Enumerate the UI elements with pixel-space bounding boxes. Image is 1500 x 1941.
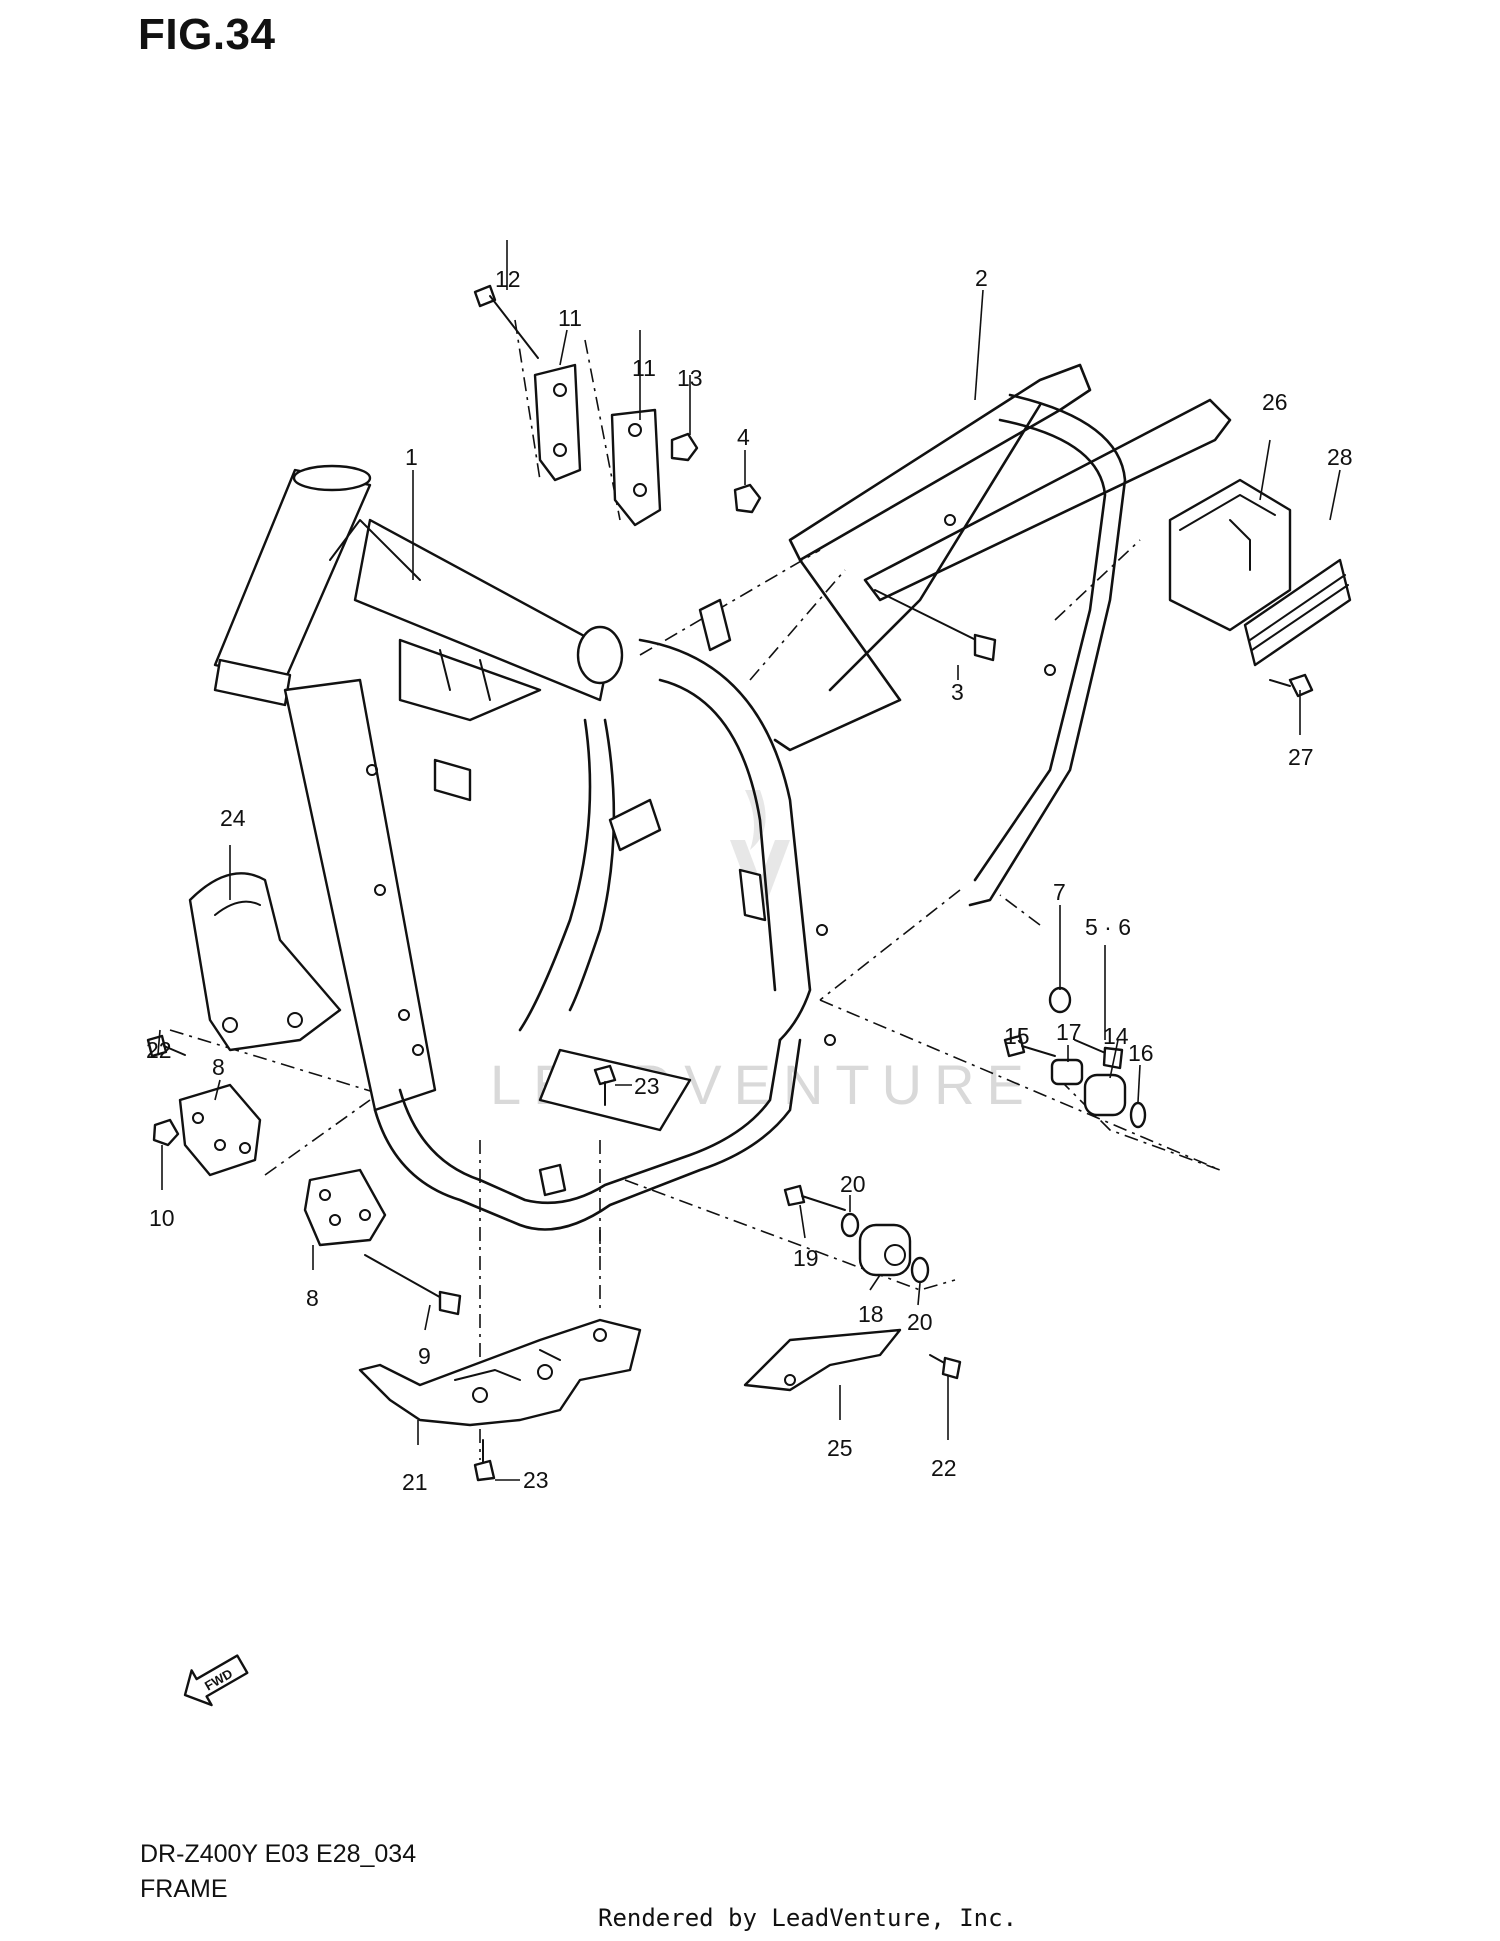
callout-20-upper: 20 xyxy=(840,1171,866,1197)
callout-22-left: 22 xyxy=(146,1037,172,1063)
callout-8-lower: 8 xyxy=(306,1285,319,1311)
callout-labels: 1 2 3 4 5 · 6 7 8 8 9 10 11 11 12 13 14 … xyxy=(146,265,1353,1495)
screw-27 xyxy=(1269,673,1314,698)
washer-16 xyxy=(1129,1101,1147,1129)
bracket-11-left xyxy=(533,363,582,482)
guard-24 xyxy=(188,872,342,1052)
leader-lines xyxy=(157,240,1341,1481)
collar-7 xyxy=(1048,986,1072,1014)
bolt-22-right xyxy=(929,1354,962,1380)
rear-subframe xyxy=(698,363,1232,907)
bolt-19 xyxy=(783,1184,846,1211)
callout-14: 14 xyxy=(1103,1023,1129,1049)
callout-24: 24 xyxy=(220,805,246,831)
callout-18: 18 xyxy=(858,1301,884,1327)
assembly-lines xyxy=(169,319,1221,1460)
callout-1: 1 xyxy=(405,444,418,470)
callout-5-6: 5 · 6 xyxy=(1085,914,1131,940)
washer-20-lower xyxy=(910,1256,930,1284)
callout-27: 27 xyxy=(1288,744,1314,770)
bracket-11-right xyxy=(610,408,662,527)
callout-16: 16 xyxy=(1128,1040,1154,1066)
roller-18 xyxy=(858,1223,912,1277)
mount-bracket-8-lower xyxy=(303,1168,387,1247)
bolt-23-upper xyxy=(593,1064,617,1106)
callout-23-lower: 23 xyxy=(523,1467,549,1493)
bolt-23-lower xyxy=(473,1439,496,1482)
callout-19: 19 xyxy=(793,1245,819,1271)
section-name: FRAME xyxy=(140,1875,228,1903)
callout-4: 4 xyxy=(737,424,750,450)
bolt-12 xyxy=(473,284,539,359)
callout-11-left: 11 xyxy=(558,305,582,331)
washer-20-upper xyxy=(840,1212,860,1238)
callout-25: 25 xyxy=(827,1435,853,1461)
callout-21: 21 xyxy=(402,1469,428,1495)
callout-8-upper: 8 xyxy=(212,1054,225,1080)
fwd-arrow-icon: FWD xyxy=(183,1654,249,1707)
callout-17: 17 xyxy=(1056,1019,1082,1045)
skid-plate-21 xyxy=(358,1318,642,1427)
callout-3: 3 xyxy=(951,679,964,705)
callout-7: 7 xyxy=(1053,879,1066,905)
nut-4 xyxy=(733,483,762,514)
guard-25 xyxy=(743,1328,902,1392)
callout-22-right: 22 xyxy=(931,1455,957,1481)
callout-13: 13 xyxy=(677,365,703,391)
callout-2: 2 xyxy=(975,265,988,291)
bolt-3 xyxy=(874,589,997,662)
collar-17 xyxy=(1050,1058,1084,1086)
figure-title: FIG.34 xyxy=(138,10,276,59)
bolt-15 xyxy=(1003,1034,1056,1058)
nut-13 xyxy=(670,432,699,462)
callout-28: 28 xyxy=(1327,444,1353,470)
bolt-9 xyxy=(364,1254,462,1316)
rendered-by-note: Rendered by LeadVenture, Inc. xyxy=(598,1904,1018,1932)
callout-9: 9 xyxy=(418,1343,431,1369)
cushion-14 xyxy=(1083,1073,1127,1117)
mount-bracket-8-upper xyxy=(178,1083,262,1177)
nut-10 xyxy=(152,1118,180,1147)
callout-15: 15 xyxy=(1004,1023,1030,1049)
callout-12: 12 xyxy=(495,266,521,292)
callout-11-right: 11 xyxy=(632,355,656,381)
callout-20-lower: 20 xyxy=(907,1309,933,1335)
main-frame xyxy=(213,464,836,1231)
ecu-26 xyxy=(1168,478,1292,632)
callout-23-upper: 23 xyxy=(634,1073,660,1099)
model-code: DR-Z400Y E03 E28_034 xyxy=(140,1840,417,1868)
cover-28 xyxy=(1243,558,1352,667)
bolt-22-left xyxy=(146,1034,186,1058)
callout-10: 10 xyxy=(149,1205,175,1231)
callout-26: 26 xyxy=(1262,389,1288,415)
